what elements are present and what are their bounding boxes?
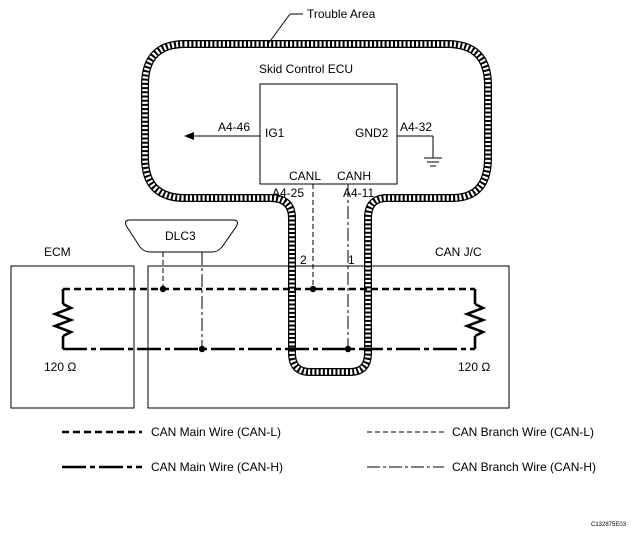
figure-code: C132875E03 [591,522,627,528]
legend-branch-can-h-label: CAN Branch Wire (CAN-H) [452,460,596,474]
pin-gnd2-label: A4-32 [400,120,432,134]
ecu-canl-label: CANL [289,169,321,183]
pin-canh-label: A4-11 [343,186,374,200]
arrow-left-icon [184,132,194,140]
ecu-canh-label: CANH [337,169,371,183]
junction-ecu-can-h [344,345,352,353]
ecu-box [259,83,398,185]
can-jc-box [147,265,510,409]
junction-ecu-can-l [309,285,317,293]
trouble-area-leader [267,13,303,45]
ig1-wire [184,132,260,140]
can-jc-label: CAN J/C [435,245,482,259]
ecm-resistor-label: 120 Ω [44,360,76,374]
ecu-title: Skid Control ECU [259,62,353,76]
trouble-area-outline [141,40,492,376]
dlc3-label: DLC3 [165,229,196,243]
ecm-label: ECM [44,245,71,259]
can-jc-pin1-label: 1 [348,253,355,267]
can-jc-pin2-label: 2 [300,253,307,267]
ecu-gnd2-label: GND2 [355,126,389,140]
pin-canl-label: A4-25 [272,186,304,200]
ecu-ig1-label: IG1 [265,126,285,140]
resistor-ecm-icon [51,289,75,349]
pin-ig1-label: A4-46 [218,120,250,134]
trouble-area-label: Trouble Area [307,7,376,21]
legend-main-can-l-label: CAN Main Wire (CAN-L) [151,425,281,439]
resistor-can-jc-icon [463,289,487,349]
can-jc-resistor-label: 120 Ω [458,360,490,374]
junction-dlc3-can-l [159,285,167,293]
ecm-box [10,265,135,409]
legend-branch-can-l-label: CAN Branch Wire (CAN-L) [452,425,594,439]
ground-icon [424,157,442,167]
legend-main-can-h-label: CAN Main Wire (CAN-H) [151,460,283,474]
junction-dlc3-can-h [198,345,206,353]
gnd2-wire [397,135,434,158]
dlc3-connector [125,219,238,253]
